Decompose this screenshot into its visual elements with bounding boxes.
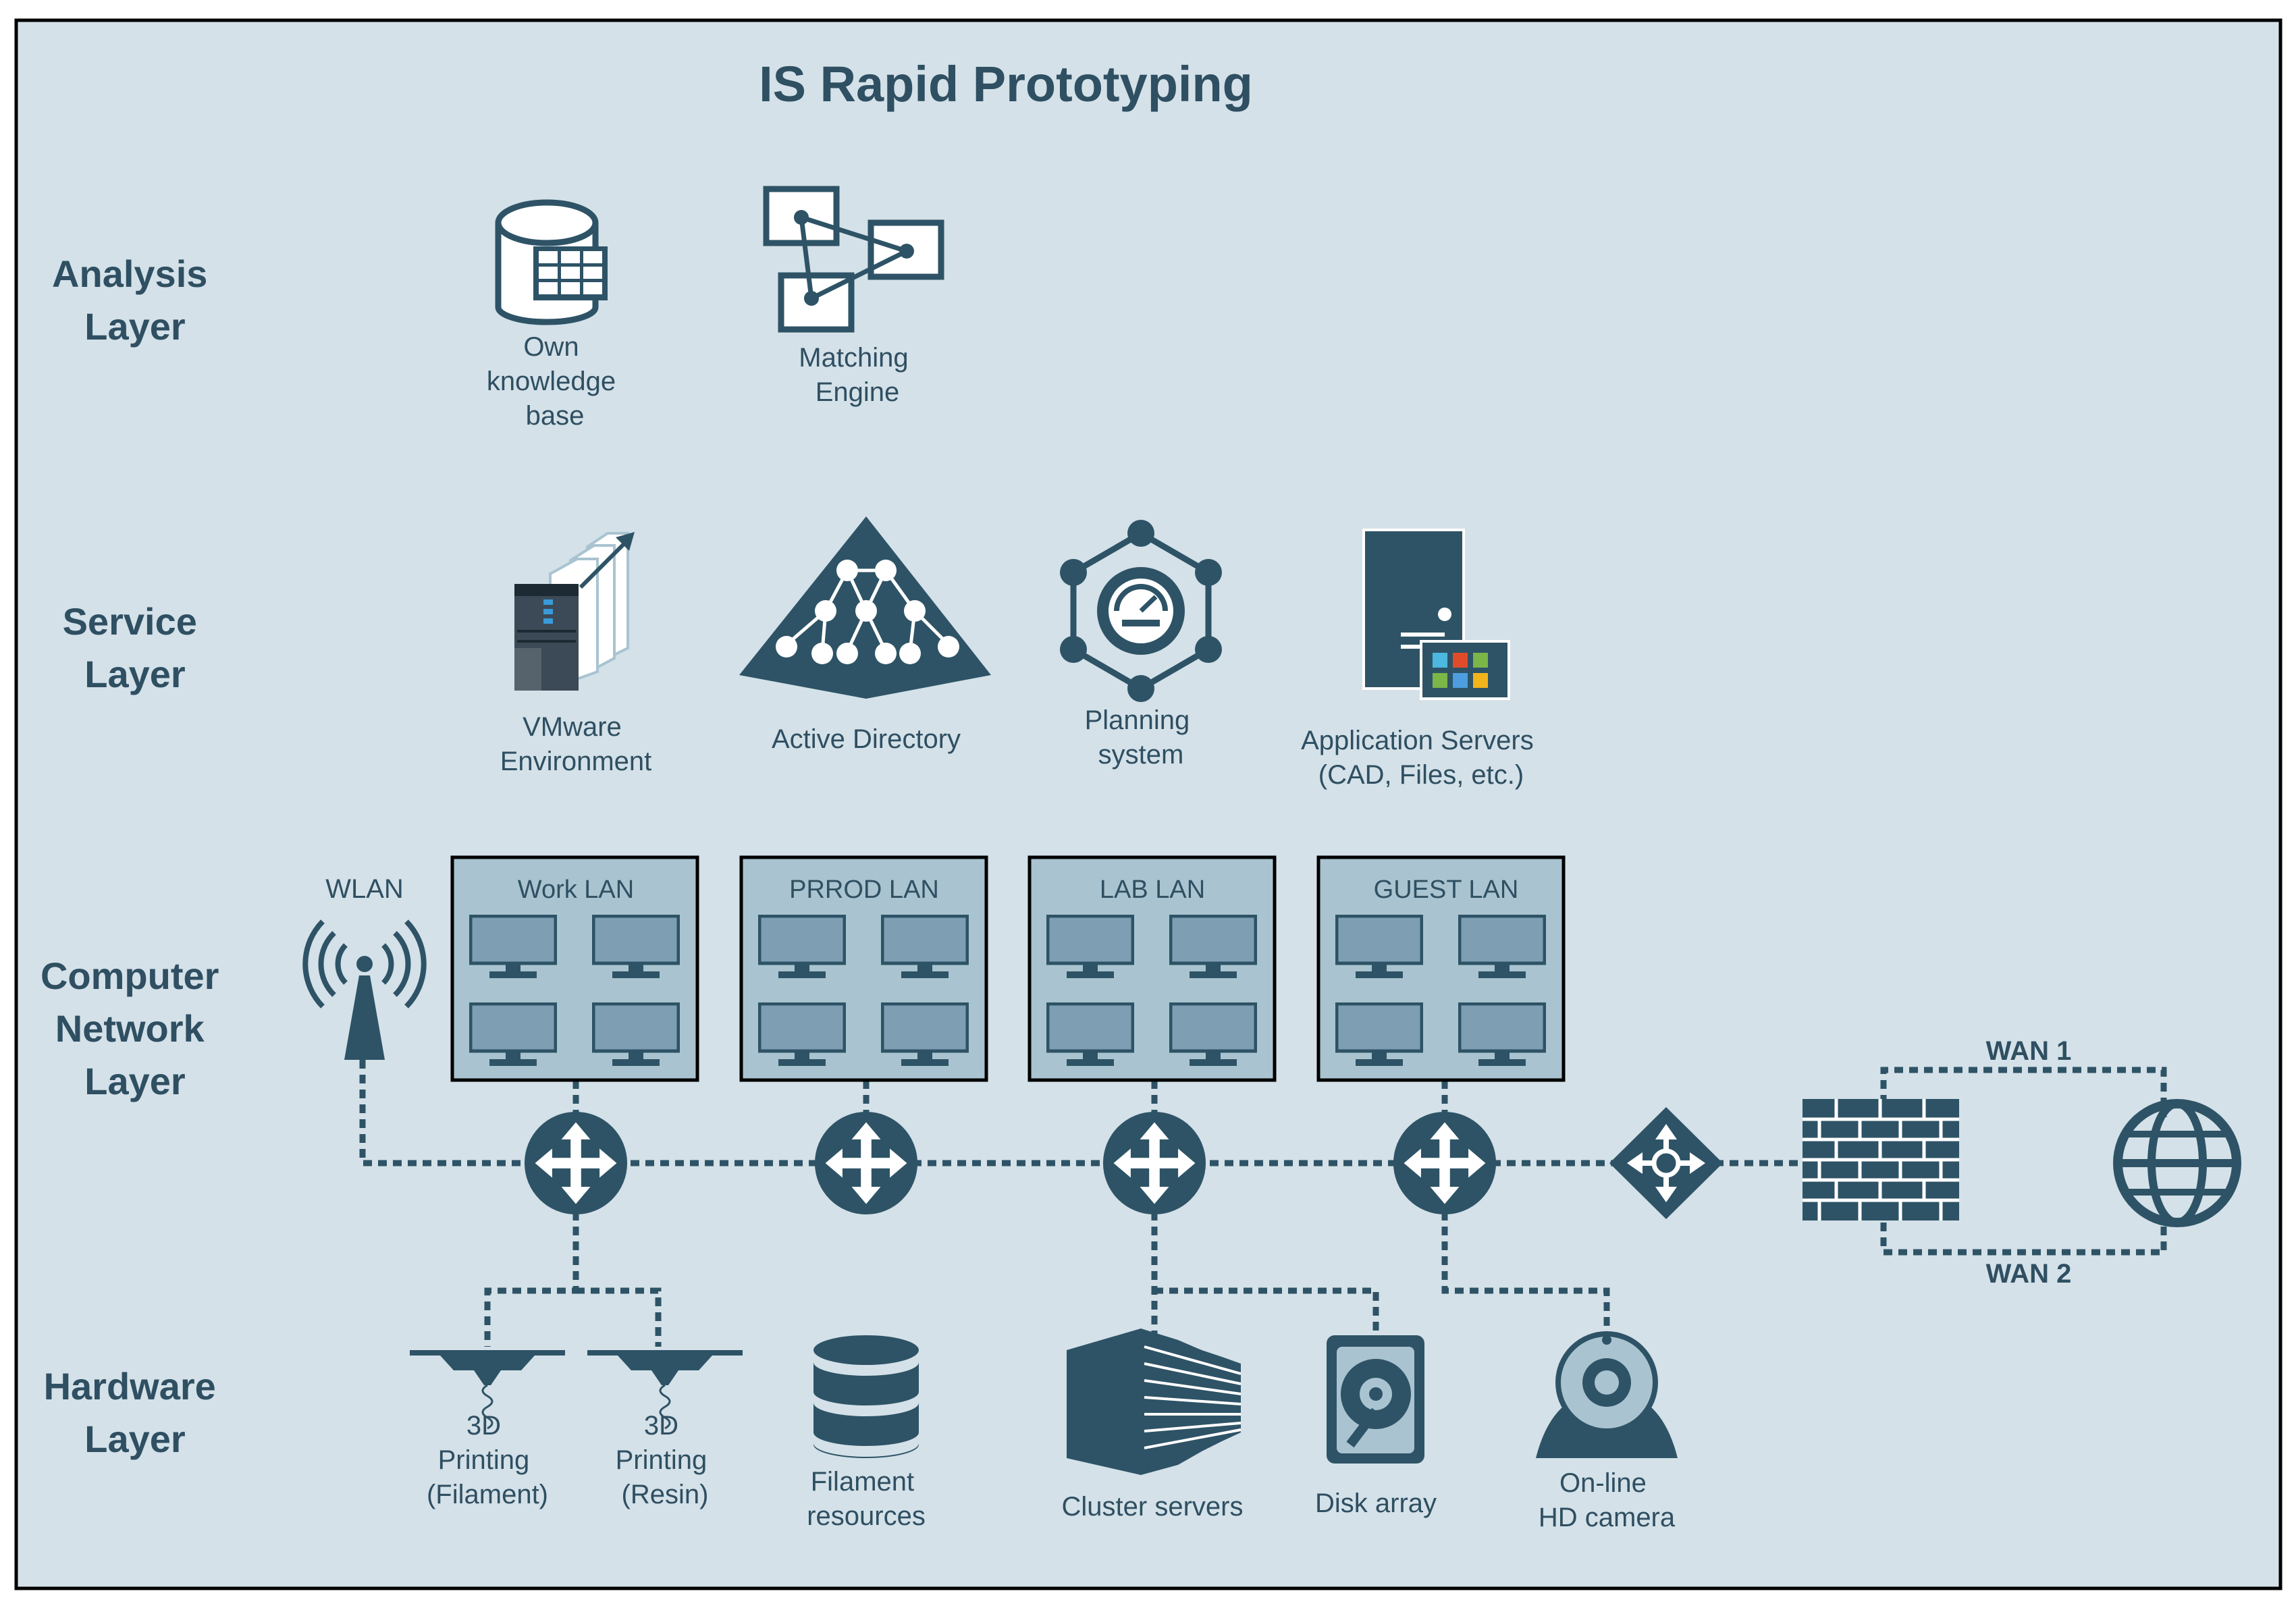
router-icon: [1102, 1111, 1206, 1215]
vmware-label: VMware Environment: [500, 712, 652, 776]
wlan-antenna-icon: [302, 919, 427, 1060]
layer-label-network: Computer Network Layer: [41, 955, 230, 1102]
globe-icon: [2113, 1099, 2241, 1227]
diagram-background: [14, 18, 2282, 1590]
router-icon: [1393, 1111, 1497, 1215]
page-title: IS Rapid Prototyping: [759, 56, 1253, 112]
application-servers-label: Application Servers (CAD, Files, etc.): [1301, 726, 1541, 790]
database-icon: [495, 199, 608, 325]
vmware-server-icon: [514, 532, 635, 691]
router-icon: [814, 1111, 918, 1215]
camera-label: On-line HD camera: [1539, 1468, 1676, 1532]
cluster-servers-icon: [1067, 1329, 1242, 1475]
lan-label: PRROD LAN: [789, 876, 939, 904]
cluster-servers-label: Cluster servers: [1062, 1492, 1244, 1522]
filament-resources-label: Filament resources: [807, 1467, 926, 1531]
lan-label: LAB LAN: [1100, 876, 1205, 904]
wan2-label: WAN 2: [1986, 1259, 2072, 1289]
wan1-label: WAN 1: [1986, 1036, 2072, 1066]
disk-icon: [1327, 1335, 1424, 1464]
layer-label-analysis: Analysis Layer: [52, 252, 218, 348]
router-icon: [524, 1111, 628, 1215]
matching-engine-icon: [763, 186, 944, 333]
lan-label: GUEST LAN: [1374, 876, 1519, 904]
printer-resin-label: 3D Printing (Resin): [616, 1411, 715, 1509]
lan-label: Work LAN: [518, 876, 634, 904]
application-server-icon: [1362, 529, 1510, 700]
layer-label-service: Service Layer: [63, 600, 208, 695]
lan-box: PRROD LAN: [739, 855, 988, 1082]
planning-system-label: Planning system: [1085, 705, 1198, 770]
matching-engine-label: Matching Engine: [799, 343, 915, 407]
active-directory-label: Active Directory: [772, 724, 961, 754]
knowledge-base-label: Own knowledge base: [487, 332, 623, 431]
filament-stack-icon: [813, 1335, 919, 1458]
webcam-icon: [1536, 1331, 1678, 1458]
planning-system-icon: [1060, 520, 1222, 702]
layer-label-hardware: Hardware Layer: [44, 1365, 227, 1460]
lan-box: GUEST LAN: [1316, 855, 1566, 1082]
lan-box: LAB LAN: [1027, 855, 1277, 1082]
firewall-icon: [1803, 1099, 1959, 1220]
disk-array-label: Disk array: [1315, 1488, 1437, 1518]
switch-icon: [1609, 1107, 1723, 1219]
wlan-label: WLAN: [325, 874, 404, 904]
lan-box: Work LAN: [450, 855, 699, 1082]
active-directory-icon: [739, 516, 991, 699]
printer-filament-label: 3D Printing (Filament): [427, 1411, 548, 1509]
